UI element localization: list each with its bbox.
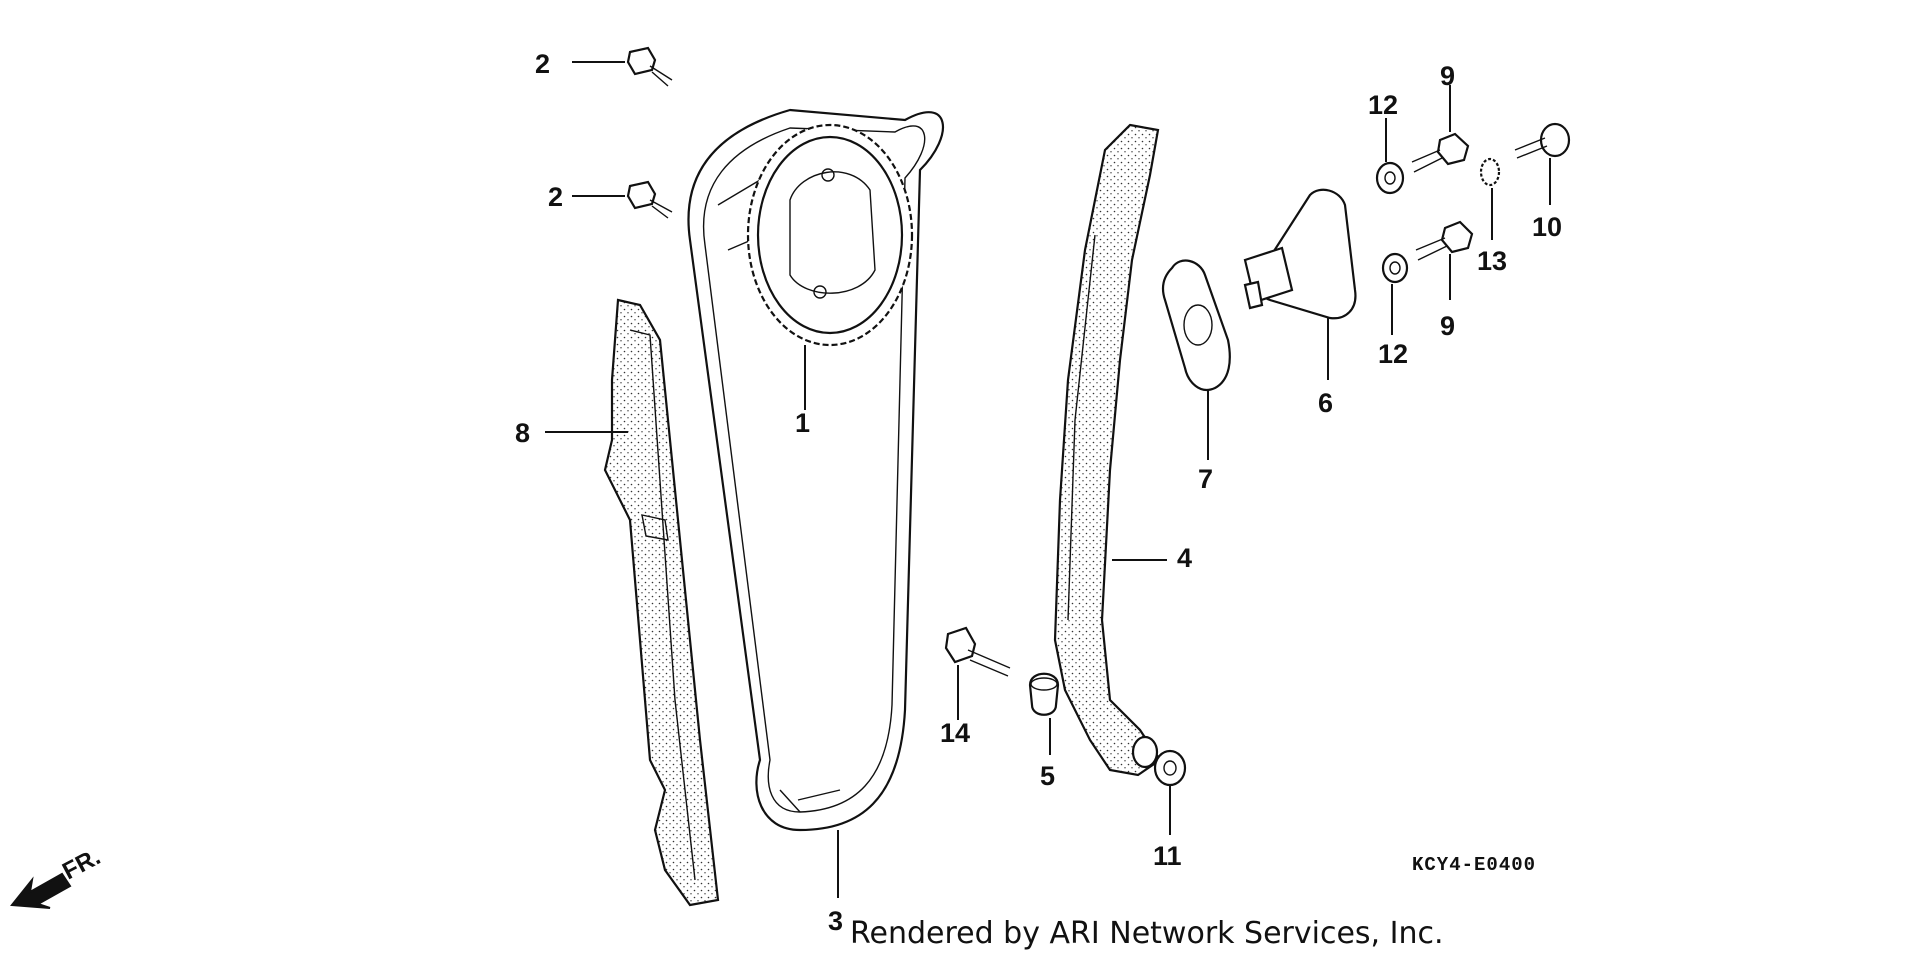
callout-labels: 1 2 2 3 4 5 6 7 8 9 9 10 11 12 12 13 14 xyxy=(515,49,1562,936)
callout-1: 1 xyxy=(795,408,810,438)
leader-lines xyxy=(545,61,1551,898)
callout-12-upper: 12 xyxy=(1368,90,1398,120)
callout-10: 10 xyxy=(1532,212,1562,242)
tensioner-arm xyxy=(1053,123,1162,777)
callout-9-lower: 9 xyxy=(1440,311,1455,341)
bolt-2-lower xyxy=(626,180,673,219)
callout-5: 5 xyxy=(1040,761,1055,791)
front-direction-indicator: FR. xyxy=(10,843,105,909)
washer-11 xyxy=(1153,749,1187,787)
callout-8: 8 xyxy=(515,418,530,448)
callout-12-lower: 12 xyxy=(1378,339,1408,369)
callout-7: 7 xyxy=(1198,464,1213,494)
cam-chain-guide xyxy=(603,298,720,907)
washer-12-lower xyxy=(1381,252,1409,284)
callout-6: 6 xyxy=(1318,388,1333,418)
collar-5 xyxy=(1028,672,1060,716)
callout-9-upper: 9 xyxy=(1440,61,1455,91)
callout-14: 14 xyxy=(940,718,970,748)
gasket-7 xyxy=(1161,259,1231,391)
callout-11: 11 xyxy=(1153,841,1182,871)
callout-13: 13 xyxy=(1477,246,1507,276)
bolt-2-upper xyxy=(626,46,673,87)
front-arrow-icon xyxy=(10,872,72,909)
bolt-10 xyxy=(1514,122,1571,159)
washer-12-upper xyxy=(1375,161,1405,195)
bolt-9-lower xyxy=(1415,220,1474,261)
cam-sprocket xyxy=(746,123,914,347)
washer-13 xyxy=(1479,157,1501,187)
callout-2-upper: 2 xyxy=(535,49,550,79)
tensioner-lifter-6 xyxy=(1243,188,1357,320)
callout-4: 4 xyxy=(1177,543,1192,573)
bolt-9-upper xyxy=(1411,132,1470,173)
render-credit: Rendered by ARI Network Services, Inc. xyxy=(850,916,1444,951)
pivot-bolt-14 xyxy=(944,626,1011,677)
callout-2-lower: 2 xyxy=(548,182,563,212)
diagram-code: KCY4-E0400 xyxy=(1412,854,1536,876)
callout-3: 3 xyxy=(828,906,843,936)
